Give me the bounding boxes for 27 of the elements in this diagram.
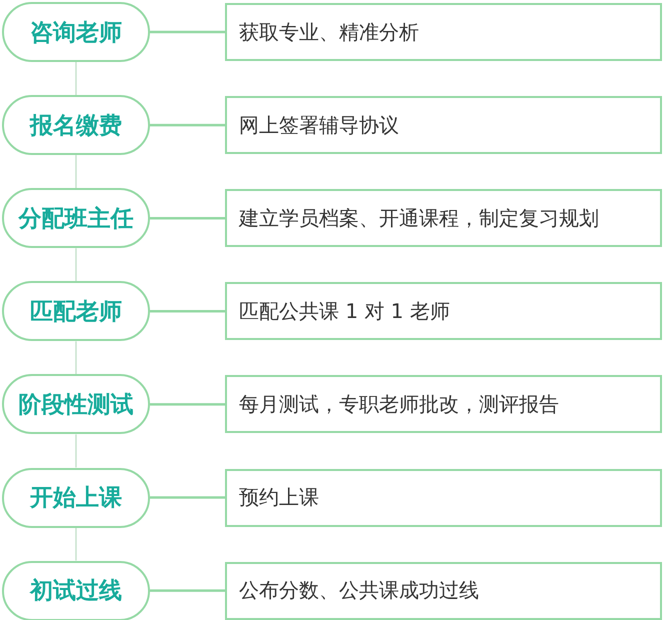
connector-line (150, 310, 225, 313)
description-box: 每月测试，专职老师批改，测评报告 (225, 375, 662, 434)
description-box: 预约上课 (225, 468, 662, 526)
step-pill: 开始上课 (2, 468, 150, 528)
step-pill: 分配班主任 (2, 188, 150, 248)
description-box: 匹配公共课 1 对 1 老师 (225, 282, 662, 340)
step-pill: 咨询老师 (2, 2, 150, 62)
connector-line (75, 62, 77, 96)
connector-line (75, 341, 77, 374)
connector-line (75, 248, 77, 282)
step-pill: 匹配老师 (2, 281, 150, 342)
connector-line (150, 124, 225, 126)
connector-line (150, 589, 225, 592)
step-pill: 报名缴费 (2, 95, 150, 156)
description-box: 建立学员档案、开通课程，制定复习规划 (225, 189, 662, 248)
description-box: 公布分数、公共课成功过线 (225, 562, 662, 620)
description-box: 网上签署辅导协议 (225, 96, 662, 154)
connector-line (75, 528, 77, 561)
connector-line (75, 155, 77, 188)
step-pill: 阶段性测试 (2, 374, 150, 434)
connector-line (150, 30, 225, 34)
connector-line (150, 216, 225, 220)
connector-line (75, 434, 77, 468)
description-box: 获取专业、精准分析 (225, 3, 662, 61)
connector-line (150, 496, 225, 499)
step-pill: 初试过线 (2, 560, 150, 620)
connector-line (150, 403, 225, 406)
